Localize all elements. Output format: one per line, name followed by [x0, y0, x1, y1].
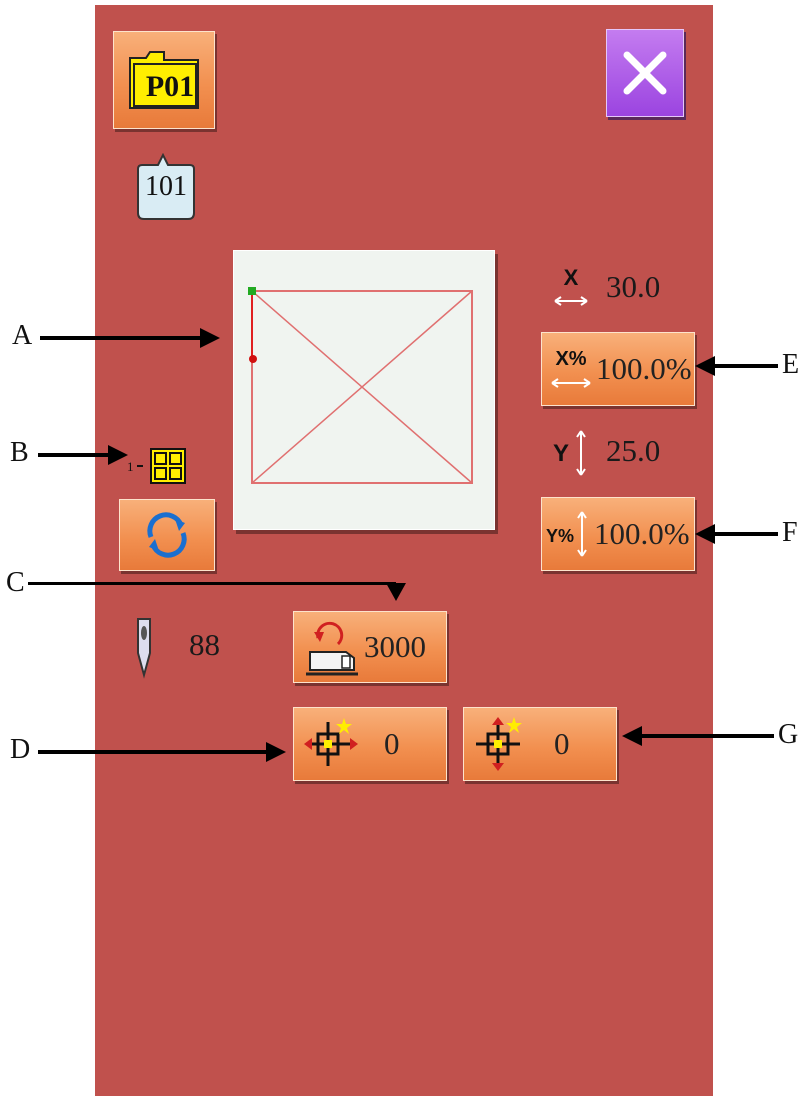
- callout-d: D: [10, 734, 31, 765]
- callout-f: F: [782, 517, 798, 548]
- speed-button[interactable]: 3000: [293, 611, 447, 683]
- y-move-value: 0: [554, 726, 570, 761]
- cycle-icon: [147, 512, 187, 558]
- cycle-button[interactable]: [119, 499, 215, 571]
- pattern-label: P01: [145, 70, 195, 103]
- callout-b-arrow: [108, 445, 128, 465]
- pattern-preview: [233, 250, 495, 530]
- callout-a-arrow: [200, 328, 220, 348]
- callout-e-arrow: [695, 356, 715, 376]
- callout-g-line: [640, 734, 774, 738]
- close-icon: [623, 51, 667, 95]
- svg-text:X%: X%: [555, 348, 586, 370]
- sewing-speed-icon: [306, 621, 358, 676]
- pattern-number-badge: 101: [130, 152, 200, 223]
- pattern-number: 101: [145, 171, 187, 202]
- y-scale-button[interactable]: Y% 100.0%: [541, 497, 695, 571]
- callout-c: C: [6, 567, 25, 598]
- callout-d-line: [38, 750, 270, 754]
- callout-d-arrow: [266, 742, 286, 762]
- speed-value: 3000: [364, 629, 426, 664]
- callout-g-arrow: [622, 726, 642, 746]
- callout-f-line: [712, 532, 778, 536]
- needle-value: 88: [189, 627, 220, 662]
- x-move-value: 0: [384, 726, 400, 761]
- y-dimension-icon: Y: [553, 430, 586, 476]
- pattern-folder-button[interactable]: P01: [113, 31, 215, 129]
- svg-text:Y: Y: [553, 440, 569, 467]
- x-scale-value: 100.0%: [596, 351, 692, 386]
- y-scale-value: 100.0%: [594, 516, 690, 551]
- needle-icon: [137, 618, 151, 679]
- move-x-icon: [304, 718, 358, 766]
- repeat-mode-number: 1: [127, 459, 134, 474]
- callout-e: E: [782, 349, 800, 380]
- callout-a: A: [12, 320, 33, 351]
- x-move-button[interactable]: 0: [293, 707, 447, 781]
- callout-b: B: [10, 437, 29, 468]
- callout-e-line: [712, 364, 778, 368]
- callout-g: G: [778, 719, 799, 750]
- callout-f-arrow: [695, 524, 715, 544]
- svg-text:Y%: Y%: [546, 526, 574, 546]
- pattern-shape: [248, 287, 473, 484]
- speech-bubble-icon: [137, 152, 195, 220]
- y-scale-icon: Y%: [546, 511, 587, 557]
- y-move-button[interactable]: 0: [463, 707, 617, 781]
- svg-text:X: X: [564, 265, 579, 290]
- panel-screen: P01 101 X 30.0: [95, 5, 713, 1096]
- callout-c-arrow: [386, 583, 406, 601]
- repeat-mode-indicator: 1: [125, 445, 195, 485]
- callout-a-line: [40, 336, 205, 340]
- x-scale-icon: X%: [551, 348, 591, 388]
- folder-icon: [129, 51, 199, 109]
- move-y-icon: [476, 717, 522, 771]
- x-scale-button[interactable]: X% 100.0%: [541, 332, 695, 406]
- callout-c-line: [28, 582, 396, 585]
- x-size-value: 30.0: [606, 269, 661, 304]
- close-button[interactable]: [606, 29, 684, 117]
- grid-icon: [150, 448, 186, 484]
- callout-b-line: [38, 453, 110, 457]
- x-dimension-icon: X: [554, 265, 588, 306]
- y-size-value: 25.0: [606, 433, 661, 468]
